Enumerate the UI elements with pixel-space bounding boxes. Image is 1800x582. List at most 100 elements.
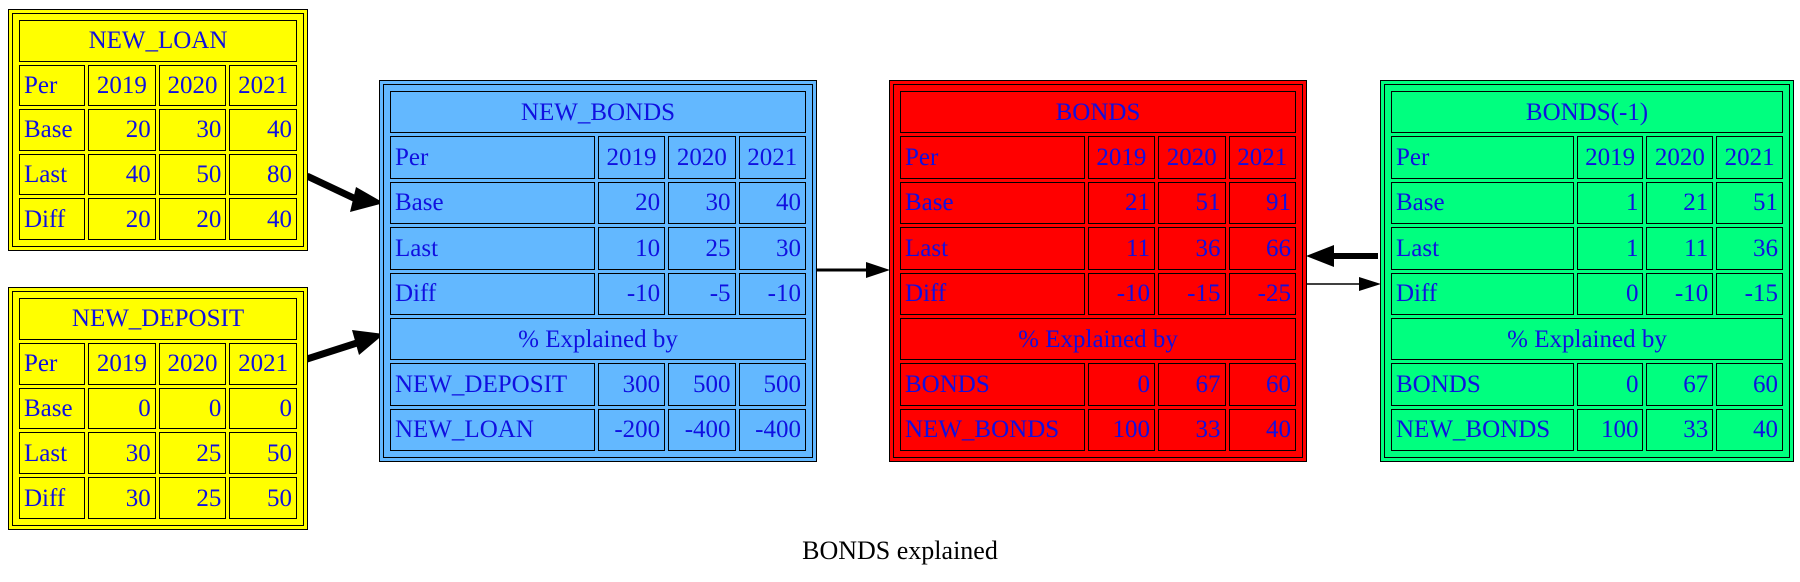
value-cell: 0 <box>1087 363 1156 406</box>
row-label: BONDS <box>900 363 1085 406</box>
header-cell: Per <box>390 136 595 179</box>
value-cell: -25 <box>1228 272 1296 315</box>
value-cell: 25 <box>158 432 227 475</box>
value-cell: 500 <box>738 363 806 406</box>
value-cell: 0 <box>229 387 297 430</box>
row-label: NEW_BONDS <box>1391 408 1574 451</box>
edge-bonds-to-bonds-lag <box>1306 277 1381 291</box>
value-cell: 33 <box>1646 408 1714 451</box>
table-row: Diff 20 20 40 <box>19 198 297 240</box>
value-cell: 50 <box>229 477 297 519</box>
value-cell: 11 <box>1087 227 1156 270</box>
row-label: Diff <box>19 198 86 240</box>
value-cell: 300 <box>597 363 666 406</box>
value-cell: 80 <box>229 153 297 196</box>
graph-caption: BONDS explained <box>802 536 998 565</box>
row-label: Base <box>900 181 1085 225</box>
header-cell: 2020 <box>1646 136 1714 179</box>
value-cell: 20 <box>88 109 156 151</box>
value-cell: 0 <box>1576 363 1644 406</box>
value-cell: 60 <box>1228 363 1296 406</box>
explained-by-header: % Explained by <box>390 317 806 361</box>
node-bonds-lag: BONDS(-1) Per 2019 2020 2021 Base 1 21 5… <box>1380 80 1794 462</box>
value-cell: 30 <box>158 109 227 151</box>
value-cell: 20 <box>597 181 666 225</box>
row-label: BONDS <box>1391 363 1574 406</box>
value-cell: 36 <box>1158 227 1226 270</box>
value-cell: 21 <box>1646 181 1714 225</box>
value-cell: -10 <box>1087 272 1156 315</box>
table-row: Diff -10 -5 -10 <box>390 272 806 315</box>
table-row: Diff -10 -15 -25 <box>900 272 1296 315</box>
header-cell: Per <box>19 64 86 107</box>
header-cell: 2021 <box>229 342 297 385</box>
table-row: Base 20 30 40 <box>19 109 297 151</box>
row-label: Base <box>390 181 595 225</box>
new-bonds-table: NEW_BONDS Per 2019 2020 2021 Base 20 30 … <box>387 88 809 454</box>
value-cell: 40 <box>88 153 156 196</box>
header-cell: 2020 <box>158 64 227 107</box>
value-cell: 50 <box>229 432 297 475</box>
value-cell: 25 <box>668 227 736 270</box>
value-cell: 91 <box>1228 181 1296 225</box>
header-cell: Per <box>1391 136 1574 179</box>
node-new-deposit: NEW_DEPOSIT Per 2019 2020 2021 Base 0 0 … <box>8 287 308 530</box>
value-cell: 20 <box>158 198 227 240</box>
row-label: Diff <box>900 272 1085 315</box>
value-cell: 30 <box>738 227 806 270</box>
table-row: Diff 0 -10 -15 <box>1391 272 1783 315</box>
row-label: Last <box>900 227 1085 270</box>
edge-new-loan-to-new-bonds <box>305 172 384 212</box>
row-label: Last <box>19 153 86 196</box>
row-label: Base <box>1391 181 1574 225</box>
header-cell: 2020 <box>1158 136 1226 179</box>
edge-bonds-lag-to-bonds <box>1306 245 1378 267</box>
bonds-lag-table: BONDS(-1) Per 2019 2020 2021 Base 1 21 5… <box>1388 88 1786 454</box>
header-cell: 2019 <box>88 342 156 385</box>
value-cell: -400 <box>738 408 806 451</box>
edge-new-deposit-to-new-bonds <box>305 330 384 363</box>
header-cell: 2019 <box>1576 136 1644 179</box>
value-cell: 11 <box>1646 227 1714 270</box>
explained-by-header: % Explained by <box>900 317 1296 361</box>
value-cell: 60 <box>1716 363 1783 406</box>
value-cell: -5 <box>668 272 736 315</box>
value-cell: 67 <box>1158 363 1226 406</box>
value-cell: 30 <box>88 432 156 475</box>
row-label: NEW_LOAN <box>390 408 595 451</box>
header-cell: Per <box>19 342 86 385</box>
value-cell: 40 <box>229 198 297 240</box>
value-cell: 40 <box>1228 408 1296 451</box>
row-label: Last <box>1391 227 1574 270</box>
value-cell: 0 <box>158 387 227 430</box>
row-label: Base <box>19 109 86 151</box>
node-title: BONDS(-1) <box>1391 91 1783 134</box>
value-cell: -15 <box>1158 272 1226 315</box>
explained-by-header: % Explained by <box>1391 317 1783 361</box>
table-row: Last 30 25 50 <box>19 432 297 475</box>
value-cell: 100 <box>1576 408 1644 451</box>
header-cell: 2019 <box>1087 136 1156 179</box>
table-row: Last 40 50 80 <box>19 153 297 196</box>
table-row: Last 1 11 36 <box>1391 227 1783 270</box>
header-cell: 2020 <box>158 342 227 385</box>
header-cell: 2021 <box>229 64 297 107</box>
value-cell: 33 <box>1158 408 1226 451</box>
value-cell: 1 <box>1576 181 1644 225</box>
table-row: NEW_BONDS 100 33 40 <box>1391 408 1783 451</box>
header-cell: 2021 <box>738 136 806 179</box>
node-new-loan: NEW_LOAN Per 2019 2020 2021 Base 20 30 4… <box>8 9 308 251</box>
header-cell: 2019 <box>597 136 666 179</box>
value-cell: 25 <box>158 477 227 519</box>
value-cell: 67 <box>1646 363 1714 406</box>
value-cell: 0 <box>1576 272 1644 315</box>
value-cell: 21 <box>1087 181 1156 225</box>
value-cell: -400 <box>668 408 736 451</box>
row-label: Last <box>19 432 86 475</box>
value-cell: -10 <box>738 272 806 315</box>
table-row: NEW_DEPOSIT 300 500 500 <box>390 363 806 406</box>
new-deposit-table: NEW_DEPOSIT Per 2019 2020 2021 Base 0 0 … <box>16 295 300 522</box>
table-row: BONDS 0 67 60 <box>1391 363 1783 406</box>
value-cell: 0 <box>88 387 156 430</box>
value-cell: 40 <box>1716 408 1783 451</box>
